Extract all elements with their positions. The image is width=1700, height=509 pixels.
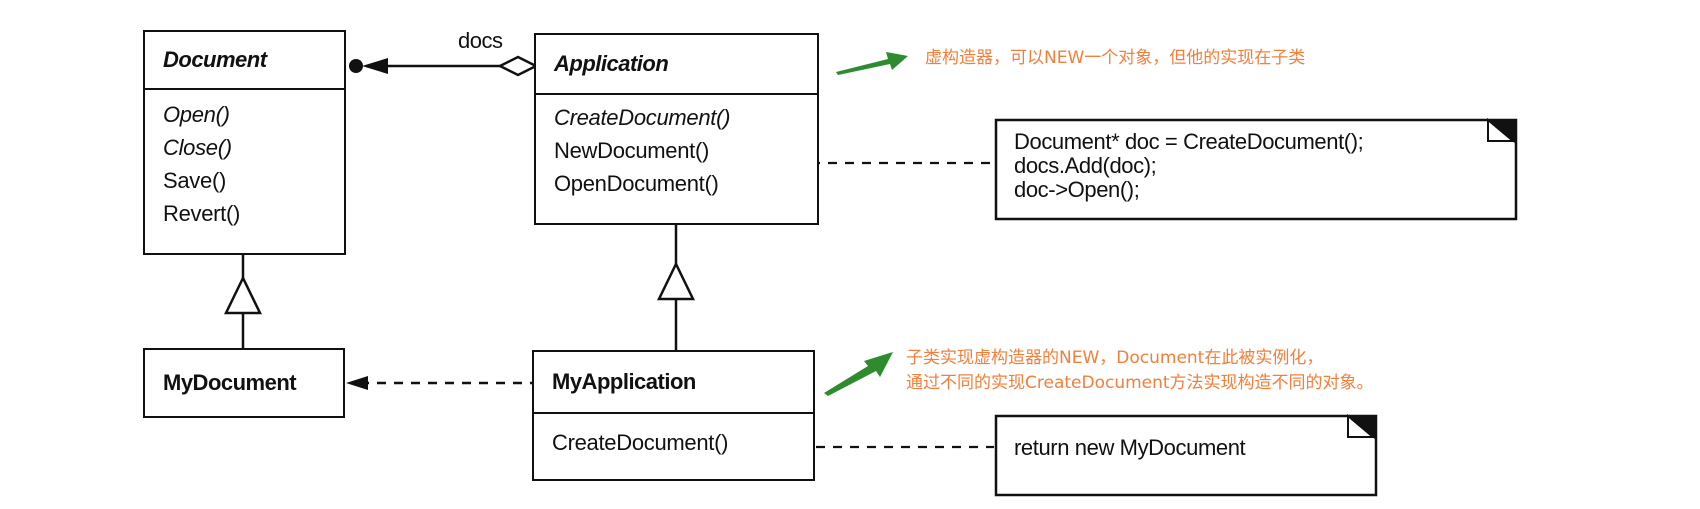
annotation-top: 虚构造器，可以NEW一个对象，但他的实现在子类 [925,46,1305,71]
operation-save: Save() [163,168,226,193]
association-label-docs: docs [458,28,503,53]
inheritance-mydocument-connector [224,255,262,348]
note-line: doc->Open(); [1014,177,1140,202]
dependency-instantiates-connector [346,376,532,390]
operation-open: Open() [163,102,230,127]
class-name-document: Document [145,32,344,90]
association-end-dot [349,59,363,73]
note-line: return new MyDocument [1014,435,1246,460]
class-name-mydocument: MyDocument [163,369,297,395]
inheritance-triangle [657,261,695,301]
note-shape-createdocument [994,413,1378,497]
operations-application: CreateDocument() NewDocument() OpenDocum… [536,95,817,200]
note-link-createdocument [786,440,994,454]
note-createdocument: return new MyDocument [996,416,1376,495]
annotation-arrow-top [836,52,908,75]
annotation-line: 虚构造器，可以NEW一个对象，但他的实现在子类 [925,48,1306,68]
operation-revert: Revert() [163,201,241,226]
operations-myapplication: CreateDocument() [534,414,813,459]
annotation-line: 通过不同的实现CreateDocument方法实现构造不同的对象。 [906,373,1374,393]
note-newdocument: Document* doc = CreateDocument(); docs.A… [996,118,1516,219]
note-line: Document* doc = CreateDocument(); [1014,129,1364,154]
class-mydocument[interactable]: MyDocument [143,348,345,418]
annotation-line: 子类实现虚构造器的NEW，Document在此被实例化， [906,348,1324,368]
class-name-myapplication: MyApplication [534,352,813,414]
aggregation-diamond [497,55,539,77]
note-line: docs.Add(doc); [1014,153,1157,178]
inheritance-myapplication-connector [657,225,695,350]
note-shape-newdocument [994,117,1518,221]
operations-document: Open() Close() Save() Revert() [145,90,344,230]
class-application[interactable]: Application CreateDocument() NewDocument… [534,33,819,225]
operation-newdocument: NewDocument() [554,138,710,163]
annotation-arrow-bottom [824,352,893,396]
operation-opendocument: OpenDocument() [554,171,719,196]
inheritance-triangle [224,275,262,315]
annotation-bottom: 子类实现虚构造器的NEW，Document在此被实例化， 通过不同的实现Crea… [906,346,1374,396]
association-arrowhead [362,58,388,74]
aggregation-docs-connector [349,55,539,77]
class-name-application: Application [536,35,817,95]
dependency-arrowhead [346,376,368,390]
operation-createdocument-impl: CreateDocument() [552,430,729,455]
operation-createdocument: CreateDocument() [554,105,731,130]
class-document[interactable]: Document Open() Close() Save() Revert() [143,30,346,255]
class-myapplication[interactable]: MyApplication CreateDocument() [532,350,815,481]
operation-close: Close() [163,135,232,160]
